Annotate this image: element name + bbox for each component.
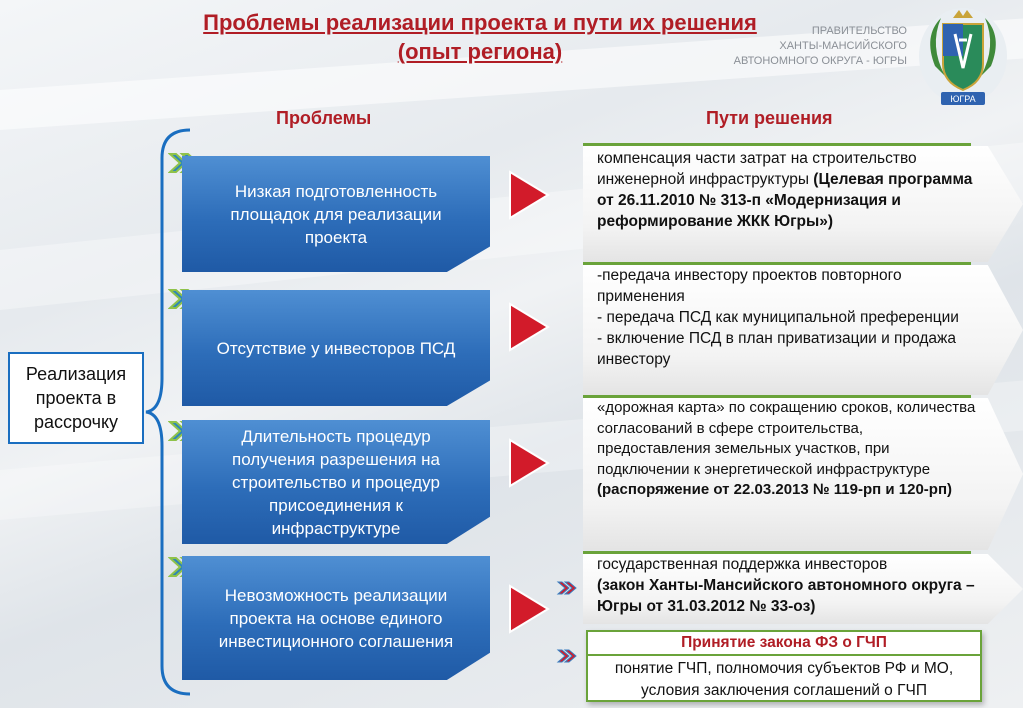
chevron-right-icon [556,581,577,595]
solution-divider [583,395,971,398]
government-line-1: ПРАВИТЕЛЬСТВО [811,25,907,37]
solution-text: «дорожная карта» по сокращению сроков, к… [597,399,976,478]
ppp-law-title: Принятие закона ФЗ о ГЧП [588,632,980,656]
ppp-law-body: понятие ГЧП, полномочия субъектов РФ и М… [614,660,954,699]
problem-box-2: Отсутствие у инвесторов ПСД [182,290,490,406]
solution-box-4: государственная поддержка инвесторов (за… [583,554,1023,624]
chevron-right-icon [556,649,577,663]
solution-bold-text: (распоряжение от 22.03.2013 № 119-рп и 1… [597,481,952,498]
government-line-2: ХАНТЫ-МАНСИЙСКОГО [779,40,907,52]
solution-box-3: «дорожная карта» по сокращению сроков, к… [583,398,1023,550]
problem-text: Отсутствие у инвесторов ПСД [216,338,456,358]
solution-bold-text: (закон Ханты-Мансийского автономного окр… [597,577,975,615]
problem-box-4: Невозможность реализации проекта на осно… [182,556,490,680]
problem-text: Низкая подготовленность площадок для реа… [230,181,442,247]
problem-text: Невозможность реализации проекта на осно… [218,585,454,651]
solution-line: - включение ПСД в план приватизации и пр… [597,330,956,368]
installment-box: Реализация проекта в рассрочку [8,352,144,444]
solution-box-2: -передача инвестору проектов повторного … [583,265,1023,395]
solution-line: - передача ПСД как муниципальной префере… [597,309,959,326]
solution-divider [583,143,971,146]
solution-text: компенсация части затрат на строительств… [597,150,917,188]
solution-line: -передача инвестору проектов повторного … [597,267,902,305]
arrow-right-icon [509,170,550,220]
problem-box-1: Низкая подготовленность площадок для реа… [182,156,490,272]
emblem-label: ЮГРА [950,94,975,104]
problems-header: Проблемы [276,108,372,128]
solution-box-1: компенсация части затрат на строительств… [583,146,1023,262]
government-caption: ПРАВИТЕЛЬСТВО ХАНТЫ-МАНСИЙСКОГО АВТОНОМН… [677,24,907,69]
solution-divider [583,551,971,554]
bracket [145,128,191,696]
arrow-right-icon [509,438,550,488]
arrow-right-icon [509,302,550,352]
ppp-law-box: Принятие закона ФЗ о ГЧП понятие ГЧП, по… [586,630,982,702]
coat-of-arms-icon: ЮГРА [919,8,1007,105]
solutions-header: Пути решения [706,108,833,128]
arrow-right-icon [509,584,550,634]
page-title: Проблемы реализации проекта и пути их ре… [203,10,757,64]
problem-text: Длительность процедур получения разрешен… [231,426,440,538]
solution-text: государственная поддержка инвесторов [597,556,888,573]
solution-bold-text: (Целевая программа от 26.11.2010 № 313-п… [597,171,973,230]
government-line-3: АВТОНОМНОГО ОКРУГА - ЮГРЫ [733,55,907,67]
problem-box-3: Длительность процедур получения разрешен… [182,420,490,544]
solution-divider [583,262,971,265]
